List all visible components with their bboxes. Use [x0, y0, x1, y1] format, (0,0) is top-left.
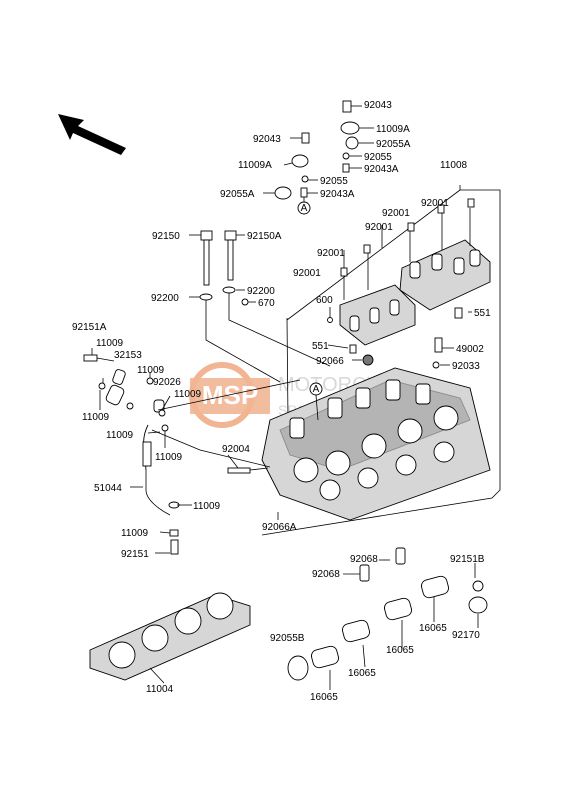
assembly-frame — [261, 185, 501, 536]
label-92055: 92055 — [320, 176, 348, 187]
label-92001: 92001 — [421, 198, 449, 209]
label-11009A: 11009A — [238, 160, 272, 171]
camshaft-holder-left — [339, 248, 416, 346]
label-11008: 11008 — [440, 160, 468, 171]
stud-92004 — [227, 467, 269, 474]
label-16065: 16065 — [419, 623, 447, 634]
label-92150A: 92150A — [247, 231, 282, 242]
stud-bolts-92150 — [199, 230, 331, 383]
part-labels: 92043 11009A 92055A 92055 92043A 92043 1… — [72, 100, 491, 703]
label-92026: 92026 — [153, 377, 181, 388]
label-92200: 92200 — [151, 293, 179, 304]
label-92001: 92001 — [317, 248, 345, 259]
head-gasket — [89, 592, 251, 681]
label-92151A: 92151A — [72, 322, 107, 333]
label-92055A: 92055A — [220, 189, 255, 200]
label-92055A: 92055A — [376, 139, 411, 150]
label-11009: 11009 — [193, 501, 221, 512]
label-49002: 49002 — [456, 344, 484, 355]
label-11009A: 11009A — [376, 124, 410, 135]
label-92043: 92043 — [253, 134, 281, 145]
label-11009: 11009 — [137, 365, 165, 376]
leader-lines — [91, 234, 476, 684]
label-11004: 11004 — [146, 684, 174, 695]
label-92043A: 92043A — [320, 189, 355, 200]
label-551: 551 — [312, 341, 329, 352]
label-11009: 11009 — [96, 338, 124, 349]
label-16065: 16065 — [386, 645, 414, 656]
label-16065: 16065 — [310, 692, 338, 703]
label-11009: 11009 — [155, 452, 183, 463]
label-92043A: 92043A — [364, 164, 399, 175]
label-51044: 51044 — [94, 483, 122, 494]
callout-marker-head: A — [309, 382, 323, 421]
label-16065: 16065 — [348, 668, 376, 679]
top-parts-stack-left: A — [263, 132, 318, 215]
svg-text:A: A — [313, 384, 320, 395]
label-11009: 11009 — [82, 412, 110, 423]
label-92001: 92001 — [293, 268, 321, 279]
label-11009: 11009 — [121, 528, 149, 539]
label-11009: 11009 — [106, 430, 134, 441]
front-direction-arrow-icon — [58, 114, 126, 155]
label-92004: 92004 — [222, 444, 250, 455]
cylinder-head — [261, 307, 491, 521]
label-92055B: 92055B — [270, 633, 305, 644]
carburetor-holders — [287, 547, 488, 690]
label-92043: 92043 — [364, 100, 392, 111]
label-92170: 92170 — [452, 630, 480, 641]
label-92068: 92068 — [312, 569, 340, 580]
oil-pipe-assembly — [83, 354, 301, 555]
label-600: 600 — [316, 295, 333, 306]
label-92068: 92068 — [350, 554, 378, 565]
label-92055: 92055 — [364, 152, 392, 163]
label-92151B: 92151B — [450, 554, 485, 565]
label-92033: 92033 — [452, 361, 480, 372]
label-92150: 92150 — [152, 231, 180, 242]
label-670: 670 — [258, 298, 275, 309]
label-92001: 92001 — [365, 222, 393, 233]
label-551: 551 — [474, 308, 491, 319]
label-92200: 92200 — [247, 286, 275, 297]
label-92066A: 92066A — [262, 522, 297, 533]
label-92151: 92151 — [121, 549, 149, 560]
label-11009: 11009 — [174, 389, 202, 400]
bolts-92001 — [340, 198, 475, 277]
top-parts-stack-right — [340, 100, 374, 173]
label-32153: 32153 — [114, 350, 142, 361]
label-92001: 92001 — [382, 208, 410, 219]
callout-marker-top: A — [301, 203, 308, 214]
label-92066: 92066 — [316, 356, 344, 367]
